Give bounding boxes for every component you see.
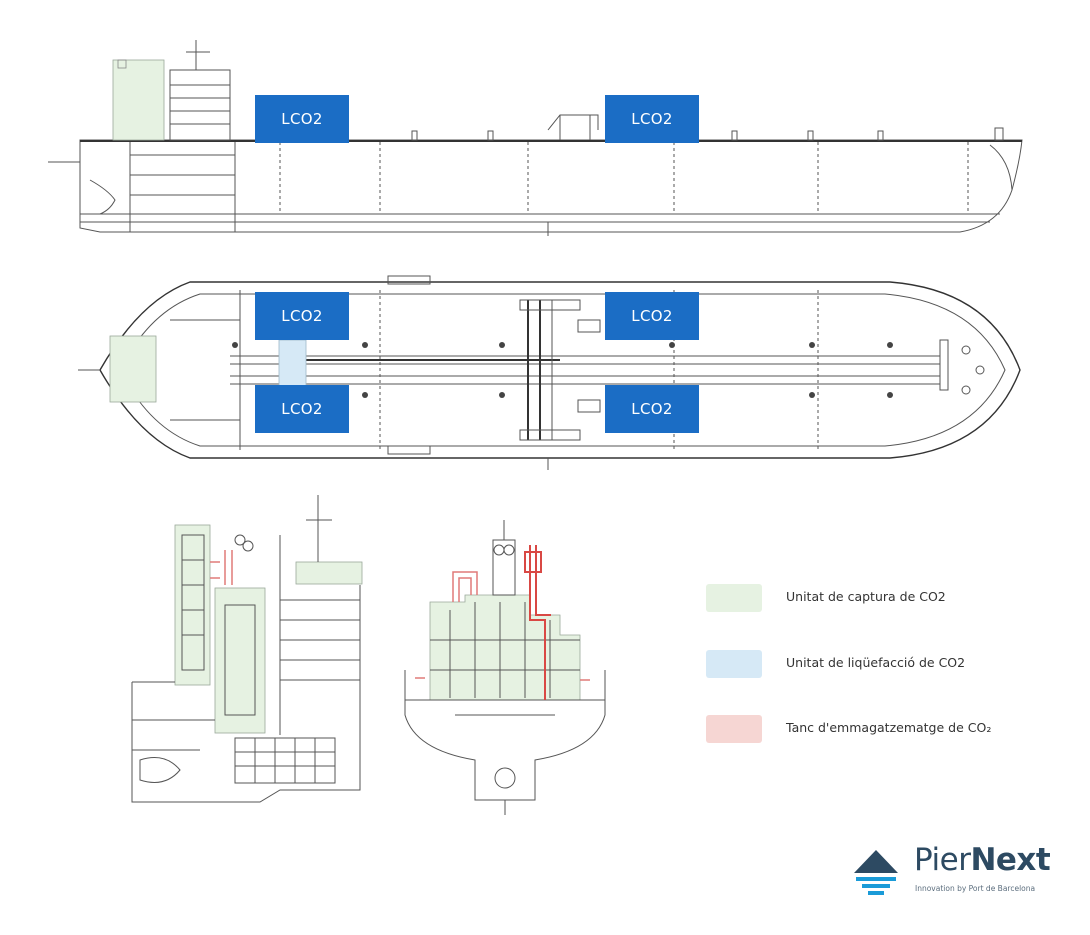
logo-tagline: Innovation by Port de Barcelona [915, 884, 1036, 893]
engine-room-section [131, 495, 363, 803]
lco2-tank-plan-2: LCO2 [605, 292, 699, 340]
legend-item-storage: Tanc d'emmagatzematge de CO₂ [706, 715, 1026, 743]
legend-swatch-liquefaction [706, 650, 762, 678]
legend-label-capture: Unitat de captura de CO2 [786, 589, 946, 604]
legend-swatch-capture [706, 584, 762, 612]
lco2-tank-side-1: LCO2 [255, 95, 349, 143]
lco2-tank-plan-3: LCO2 [255, 385, 349, 433]
lco2-tank-plan-1: LCO2 [255, 292, 349, 340]
legend-label-liquefaction: Unitat de liqüefacció de CO2 [786, 655, 966, 670]
legend-item-capture: Unitat de captura de CO2 [706, 584, 1026, 612]
logo-name-bold: Next [970, 842, 1051, 878]
ship-top-plan [78, 275, 1021, 470]
logo-wordmark: PierNext [914, 842, 1051, 878]
ship-side-profile [48, 40, 1023, 236]
piernext-logo: PierNext Innovation by Port de Barcelona [852, 842, 1052, 896]
piernext-mark-icon [854, 850, 898, 895]
legend-label-storage: Tanc d'emmagatzematge de CO₂ [786, 720, 992, 735]
lco2-tank-side-2: LCO2 [605, 95, 699, 143]
lco2-tank-plan-4: LCO2 [605, 385, 699, 433]
legend-item-liquefaction: Unitat de liqüefacció de CO2 [706, 650, 1026, 678]
logo-name-light: Pier [914, 842, 971, 878]
hull-cross-section [404, 520, 606, 815]
legend-swatch-storage [706, 715, 762, 743]
